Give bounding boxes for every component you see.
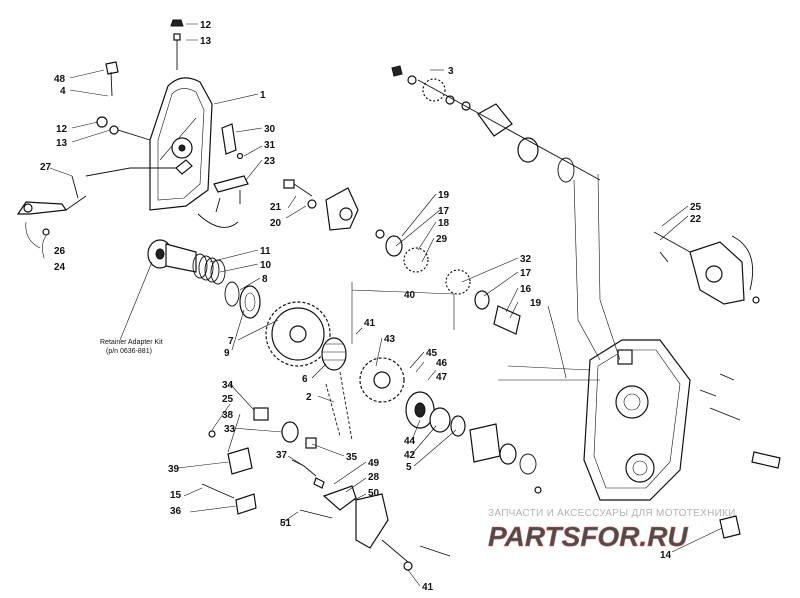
- callout: 38: [222, 410, 234, 421]
- callout: 12: [200, 20, 212, 31]
- callout: 29: [436, 234, 448, 245]
- callout: 20: [270, 218, 282, 229]
- callout-labels: 12 13 48 4 1 12 13 30 31 23 27 26 24 3 2…: [40, 20, 702, 593]
- callout: 34: [222, 380, 234, 391]
- callout: 18: [438, 218, 450, 229]
- retainer-kit-note: Retainer Adapter Kit (p/n 0636-881): [100, 339, 163, 355]
- small-gear: [321, 337, 347, 371]
- callout: 10: [260, 260, 272, 271]
- shift-lever: [16, 167, 131, 236]
- ring-clip: [224, 281, 240, 307]
- callout: 12: [56, 124, 68, 135]
- callout: 40: [404, 290, 416, 301]
- gear-stack-upper: [375, 229, 521, 335]
- callout: 19: [438, 190, 450, 201]
- callout: 4: [60, 86, 66, 97]
- retainer-adapter: [147, 239, 197, 273]
- callout: 28: [368, 472, 380, 483]
- callout: 51: [280, 518, 292, 529]
- callout: 31: [264, 140, 276, 151]
- bearing-flange: [405, 391, 466, 437]
- note-line-2: (p/n 0636-881): [106, 348, 152, 355]
- callout: 42: [404, 450, 416, 461]
- callout: 13: [56, 138, 68, 149]
- watermark: ЗАПЧАСТИ И АКСЕССУАРЫ ДЛЯ МОТОТЕХНИКИ PA…: [488, 508, 736, 552]
- callout: 14: [660, 550, 672, 561]
- callout: 43: [384, 334, 396, 345]
- chaincase-cover: [130, 77, 213, 211]
- callout: 15: [170, 490, 182, 501]
- callout: 25: [690, 202, 702, 213]
- callout: 35: [346, 452, 358, 463]
- lower-shaft-parts: [469, 423, 542, 494]
- callout: 24: [54, 262, 66, 273]
- spring: [192, 253, 226, 285]
- note-line-1: Retainer Adapter Kit: [100, 339, 163, 346]
- callout: 45: [426, 348, 438, 359]
- callout: 49: [368, 458, 380, 469]
- drive-shaft-bracket: [283, 179, 359, 231]
- callout: 17: [438, 206, 450, 217]
- callout: 17: [520, 268, 532, 279]
- callout: 11: [260, 246, 271, 257]
- callout: 22: [690, 214, 702, 225]
- callout: 27: [40, 162, 52, 173]
- leader-lines: [25, 23, 723, 587]
- callout: 1: [260, 90, 266, 101]
- watermark-logo: PARTSFOR.RU: [488, 521, 688, 552]
- callout: 8: [262, 274, 268, 285]
- upper-shaft-parts: [391, 65, 601, 183]
- callout: 6: [302, 374, 308, 385]
- callout: 47: [436, 372, 448, 383]
- callout: 37: [276, 450, 288, 461]
- callout: 25: [222, 394, 234, 405]
- callout: 41: [422, 582, 434, 593]
- callout: 5: [406, 462, 412, 473]
- callout: 48: [54, 74, 66, 85]
- callout: 2: [306, 392, 312, 403]
- callout: 36: [170, 506, 182, 517]
- main-gearcase: [583, 339, 781, 539]
- callout: 7: [228, 336, 234, 347]
- right-bearing-cover: [653, 231, 760, 305]
- callout: 41: [364, 318, 376, 329]
- callout: 19: [530, 298, 542, 309]
- callout: 46: [436, 358, 448, 369]
- callout: 16: [520, 284, 532, 295]
- clutch-hub: [239, 285, 261, 319]
- large-sprocket: [265, 301, 331, 367]
- callout: 9: [224, 348, 230, 359]
- callout: 13: [200, 36, 212, 47]
- watermark-tagline: ЗАПЧАСТИ И АКСЕССУАРЫ ДЛЯ МОТОТЕХНИКИ: [488, 508, 736, 519]
- drive-chain: [325, 371, 353, 441]
- driven-sprocket: [359, 357, 405, 403]
- callout: 44: [404, 436, 416, 447]
- callout: 33: [224, 424, 236, 435]
- callout: 32: [520, 254, 532, 265]
- callout: 3: [448, 66, 454, 77]
- callout: 26: [54, 246, 66, 257]
- callout: 30: [264, 124, 276, 135]
- callout: 39: [168, 464, 180, 475]
- callout: 50: [368, 488, 380, 499]
- callout: 23: [264, 156, 276, 167]
- shift-linkage: [201, 407, 451, 571]
- callout: 21: [270, 202, 282, 213]
